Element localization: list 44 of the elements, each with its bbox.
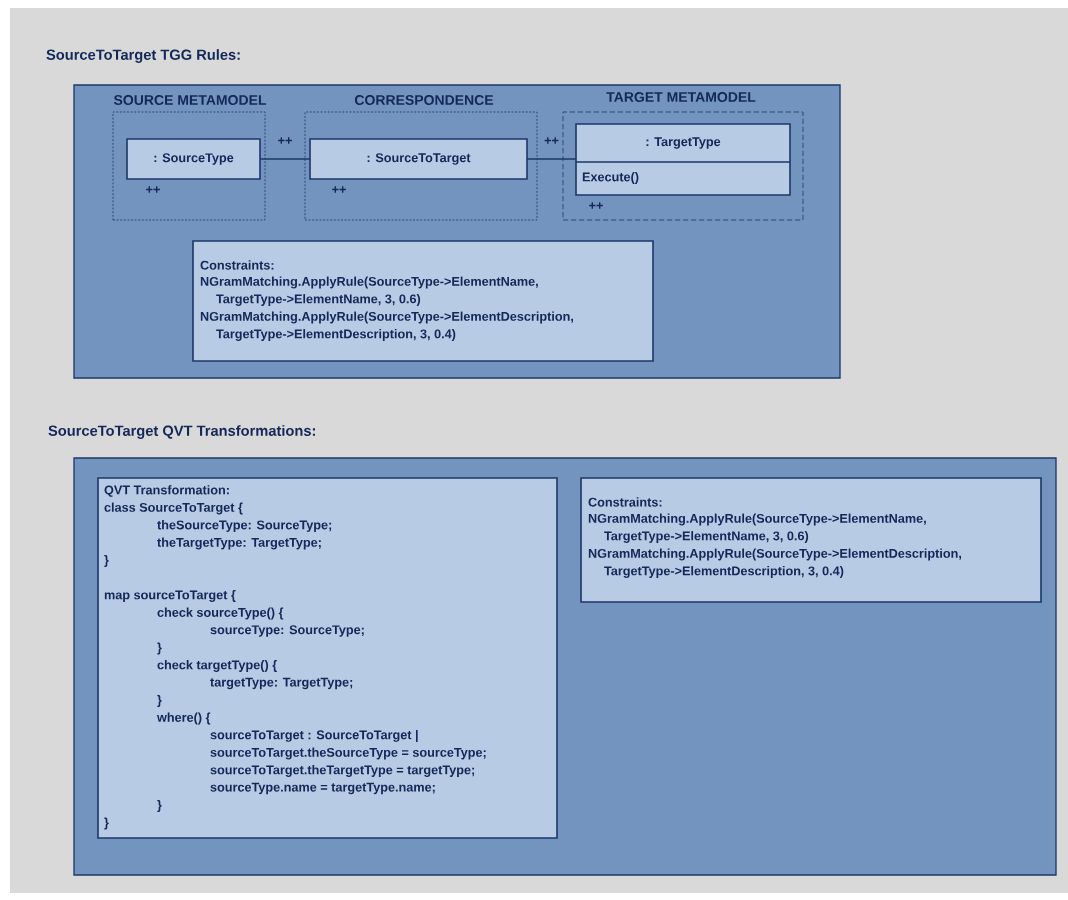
- multiplicity-label: ++: [332, 186, 346, 193]
- panel-heading: SourceToTarget TGG Rules:: [46, 49, 240, 63]
- package-heading: SOURCE METAMODEL: [113, 95, 267, 105]
- constraint-line: TargetType->ElementName, 3, 0.6): [216, 294, 421, 306]
- constraint-line: NGramMatching.ApplyRule(SourceType->ElementDescription,: [588, 548, 961, 561]
- code-line: targetType: TargetType;: [210, 677, 353, 690]
- connector-line: [259, 158, 311, 160]
- class-box: : SourceToTarget: [309, 138, 528, 180]
- code-line: sourceToTarget.theSourceType = sourceType;: [210, 747, 486, 760]
- code-line: }: [157, 642, 162, 655]
- multiplicity-label: ++: [589, 202, 603, 209]
- constraint-line: TargetType->ElementDescription, 3, 0.4): [216, 329, 456, 341]
- code-line: }: [157, 800, 162, 812]
- code-line: check targetType() {: [157, 660, 277, 672]
- multiplicity-label: ++: [146, 186, 160, 193]
- code-line: }: [104, 817, 109, 830]
- constraint-line: Constraints:: [200, 260, 274, 270]
- constraint-line: TargetType->ElementName, 3, 0.6): [604, 531, 809, 543]
- constraint-line: NGramMatching.ApplyRule(SourceType->ElementName,: [588, 513, 926, 526]
- code-line: sourceToTarget : SourceToTarget |: [210, 730, 418, 742]
- code-line: where() {: [156, 712, 211, 725]
- edge-label: ++: [542, 135, 561, 147]
- code-line: QVT Transformation:: [104, 485, 229, 497]
- code-line: sourceType.name = targetType.name;: [210, 782, 435, 795]
- constraint-line: TargetType->ElementDescription, 3, 0.4): [604, 566, 844, 578]
- code-line: sourceType: SourceType;: [210, 625, 364, 637]
- class-box: : SourceType: [126, 138, 261, 180]
- panel-heading: SourceToTarget QVT Transformations:: [48, 425, 315, 439]
- code-line: }: [157, 695, 162, 707]
- code-line: map sourceToTarget {: [104, 590, 236, 602]
- constraint-line: NGramMatching.ApplyRule(SourceType->ElementName,: [200, 276, 538, 289]
- connector-line: [526, 158, 577, 160]
- code-line: }: [104, 555, 109, 567]
- code-line: theSourceType: SourceType;: [157, 520, 332, 532]
- edge-label: ++: [276, 135, 294, 147]
- package-heading: CORRESPONDENCE: [354, 95, 494, 105]
- code-line: check sourceType() {: [157, 607, 284, 620]
- class-box: : TargetType Execute(): [575, 123, 791, 196]
- constraint-line: Constraints:: [588, 497, 662, 507]
- code-line: class SourceToTarget {: [104, 502, 243, 515]
- package-heading: TARGET METAMODEL: [606, 92, 756, 102]
- code-line: sourceToTarget.theTargetType = targetType;: [210, 765, 474, 777]
- code-line: theTargetType: TargetType;: [157, 537, 321, 550]
- constraint-line: NGramMatching.ApplyRule(SourceType->ElementDescription,: [200, 311, 573, 324]
